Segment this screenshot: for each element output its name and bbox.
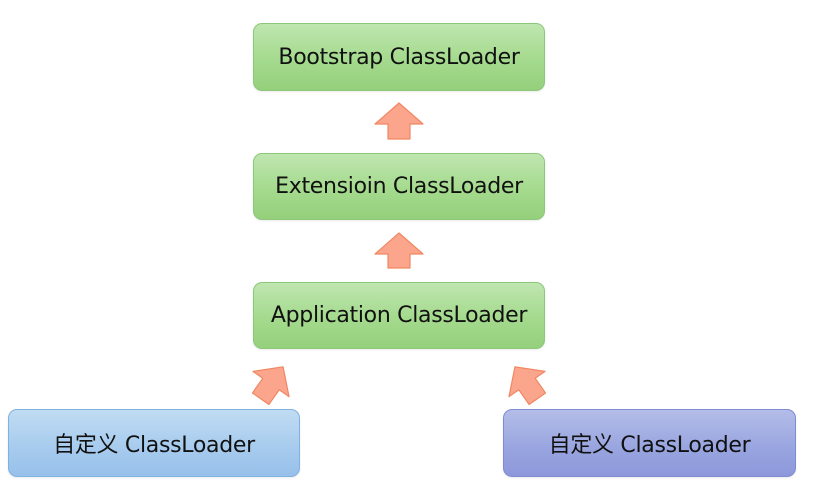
node-custom-classloader-2: 自定义 ClassLoader: [503, 409, 796, 477]
node-application-classloader: Application ClassLoader: [253, 282, 545, 349]
node-custom-classloader-1: 自定义 ClassLoader: [8, 409, 300, 477]
arrow-custom1-to-application: [251, 366, 290, 406]
node-bootstrap-classloader: Bootstrap ClassLoader: [253, 23, 545, 91]
arrow-application-to-extension: [374, 232, 424, 269]
arrow-custom2-to-application: [508, 366, 547, 406]
node-extension-classloader: Extensioin ClassLoader: [253, 153, 545, 220]
arrow-extension-to-bootstrap: [374, 102, 424, 140]
